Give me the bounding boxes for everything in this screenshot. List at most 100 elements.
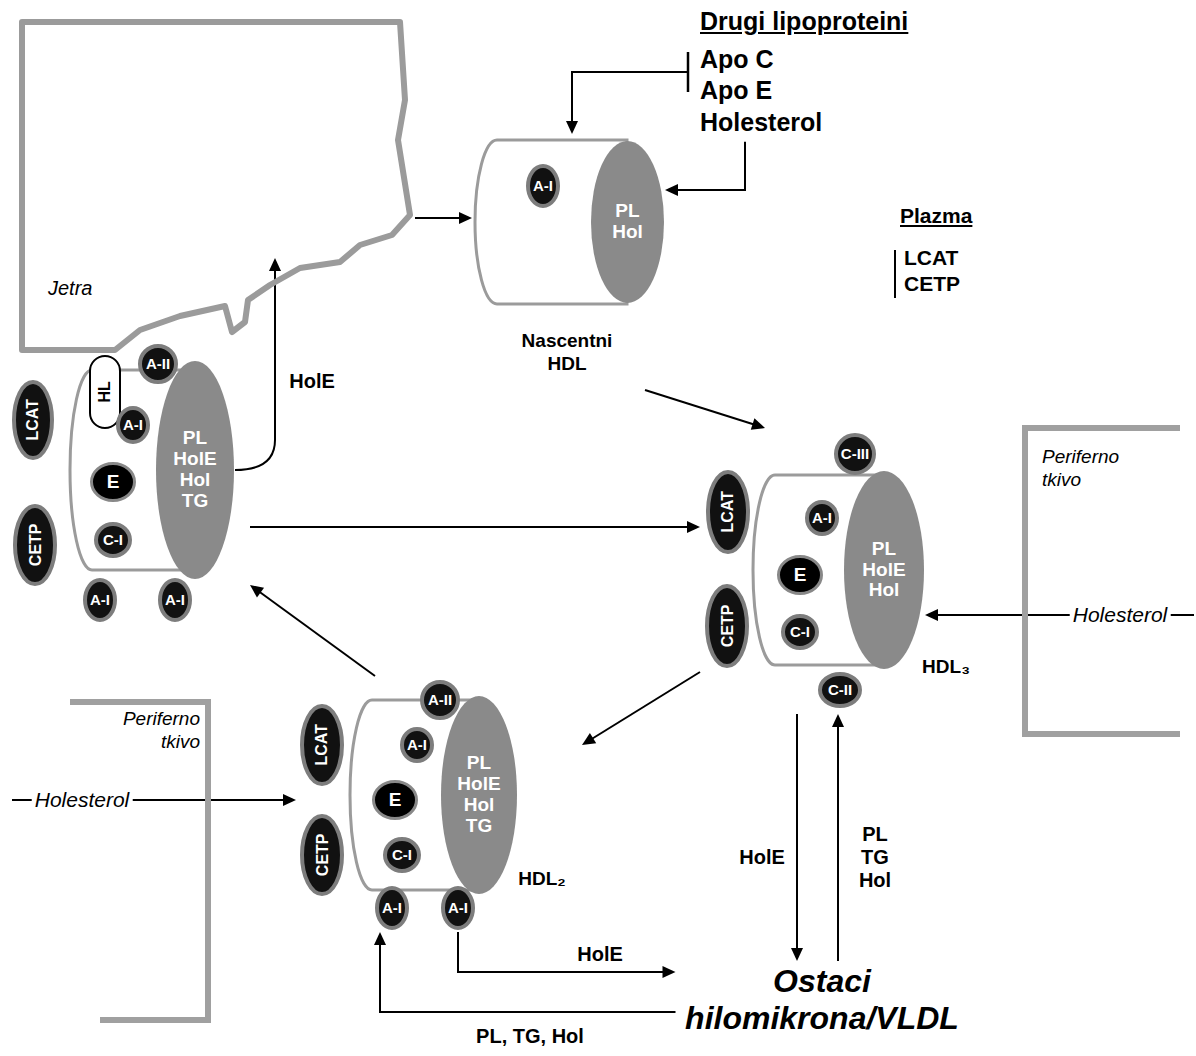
apoprotein-badge: A-I: [116, 406, 150, 444]
apoprotein-badge: A-I: [805, 500, 839, 536]
tissue-bracket: Periferno tkivo: [12, 695, 216, 1027]
particle-label: HDL₂: [518, 868, 566, 891]
apoprotein-badge: CETP: [300, 814, 344, 896]
lipoprotein-particle: A-IILCATA-IEPL HolE Hol TGCETPC-IA-IA-I: [6, 340, 250, 628]
arrow-head: [374, 932, 386, 945]
apo-label: LCAT: [719, 491, 737, 532]
flow-label: HolE: [574, 943, 626, 966]
text-slot: HDL₂: [518, 868, 566, 891]
connector-line: [257, 590, 375, 676]
apoprotein-badge: CETP: [705, 584, 749, 668]
text-slot: PL, TG, Hol: [473, 1025, 587, 1048]
apo-label: CETP: [26, 524, 44, 567]
text-slot: HolE: [736, 846, 788, 869]
apo-label: CETP: [313, 834, 331, 877]
arrow-head: [459, 212, 472, 224]
core-label: PL HolE Hol TG: [173, 428, 216, 512]
apo-label: C-II: [828, 682, 852, 699]
text-slot: Nascentni HDL: [522, 330, 613, 376]
apoprotein-badge: A-I: [375, 886, 409, 930]
connector: [665, 142, 745, 196]
connector-line: [645, 390, 756, 425]
apoprotein-badge: A-I: [400, 727, 434, 763]
text-slot: Periferno tkivo: [123, 708, 200, 754]
connector: [415, 212, 472, 224]
apo-label: HL: [96, 381, 114, 402]
apo-label: E: [794, 565, 807, 586]
plasma-label: LCAT: [904, 246, 958, 270]
connector: [582, 672, 700, 745]
apo-label: LCAT: [313, 724, 331, 765]
apo-label: E: [389, 790, 402, 811]
arrow-head: [791, 948, 803, 961]
connector-line: [837, 723, 839, 961]
apoprotein-badge: E: [372, 780, 418, 820]
text-slot: LCAT: [904, 246, 958, 270]
apo-label: A-I: [448, 900, 468, 917]
arrow-head: [832, 714, 844, 727]
flow-label: PL TG Hol: [857, 823, 893, 892]
bracket-line: [894, 250, 896, 298]
apo-label: C-I: [790, 624, 810, 641]
apoprotein-badge: A-II: [420, 680, 460, 720]
apoprotein-badge: LCAT: [300, 704, 344, 786]
text-slot: Periferno tkivo: [1042, 446, 1119, 492]
tissue-bracket: Periferno tkivo: [1016, 422, 1194, 740]
apoprotein-badge: C-I: [94, 522, 132, 558]
apo-ellipse: [422, 682, 458, 718]
list-items: Apo C Apo E Holesterol: [700, 44, 822, 138]
apo-ellipse: [820, 674, 860, 706]
apo-ellipse: [443, 888, 473, 928]
text-slot: HolE: [286, 370, 338, 393]
bracket-path: [1025, 428, 1180, 734]
liver-path: [22, 22, 410, 350]
apo-label: C-I: [103, 532, 123, 549]
apoprotein-badge: E: [90, 462, 136, 502]
apo-ellipse: [302, 816, 342, 894]
connector-line: [674, 142, 745, 190]
core-ellipse: [844, 471, 924, 669]
apo-ellipse: [528, 166, 558, 206]
connector-line: [250, 526, 691, 528]
text-slot: CETP: [904, 272, 960, 296]
apo-ellipse: [140, 346, 176, 382]
text-slot: HolE: [574, 943, 626, 966]
text-slot: Jetra: [48, 276, 92, 300]
apo-label: LCAT: [24, 399, 42, 440]
plasma-label: Plazma: [900, 204, 972, 228]
apo-label: A-I: [407, 737, 427, 754]
apo-ellipse: [14, 382, 52, 458]
apoprotein-badge: E: [777, 555, 823, 595]
apo-label: A-I: [382, 900, 402, 917]
apo-label: A-I: [123, 417, 143, 434]
arrow-head: [665, 184, 678, 196]
connector: [832, 714, 844, 961]
connector: [791, 714, 803, 961]
flow-label: HolE: [286, 370, 338, 393]
connector-line: [415, 217, 463, 219]
connector-line: [380, 941, 676, 1012]
apo-ellipse: [96, 524, 130, 556]
apo-label: A-I: [90, 592, 110, 609]
apo-ellipse: [807, 502, 837, 534]
apo-label: CETP: [718, 605, 736, 648]
lipid-core: PL HolE Hol: [843, 470, 925, 670]
apoprotein-badge: A-I: [441, 886, 475, 930]
tissue-label: Periferno tkivo: [1042, 446, 1119, 492]
apoprotein-badge: A-I: [526, 164, 560, 208]
text-slot: HDL₃: [922, 656, 970, 679]
arrow-head: [687, 521, 700, 533]
core-label: PL Hol: [612, 201, 643, 243]
connector-line: [572, 72, 688, 125]
lipoprotein-particle: HDL₂A-IILCATA-IEPL HolE Hol TGCETPC-IA-I…: [296, 676, 582, 932]
apoprotein-badge: C-I: [383, 837, 421, 873]
apoprotein-badge: C-I: [781, 614, 819, 650]
core-ellipse: [591, 141, 664, 303]
apo-label: C-III: [841, 446, 869, 463]
text-slot: PL TG Hol: [857, 823, 893, 892]
arrow-head: [582, 733, 596, 745]
lipoprotein-particle: Nascentni HDL A-I PL Hol: [472, 134, 672, 390]
connector: [250, 585, 375, 676]
core-ellipse: [156, 361, 234, 579]
